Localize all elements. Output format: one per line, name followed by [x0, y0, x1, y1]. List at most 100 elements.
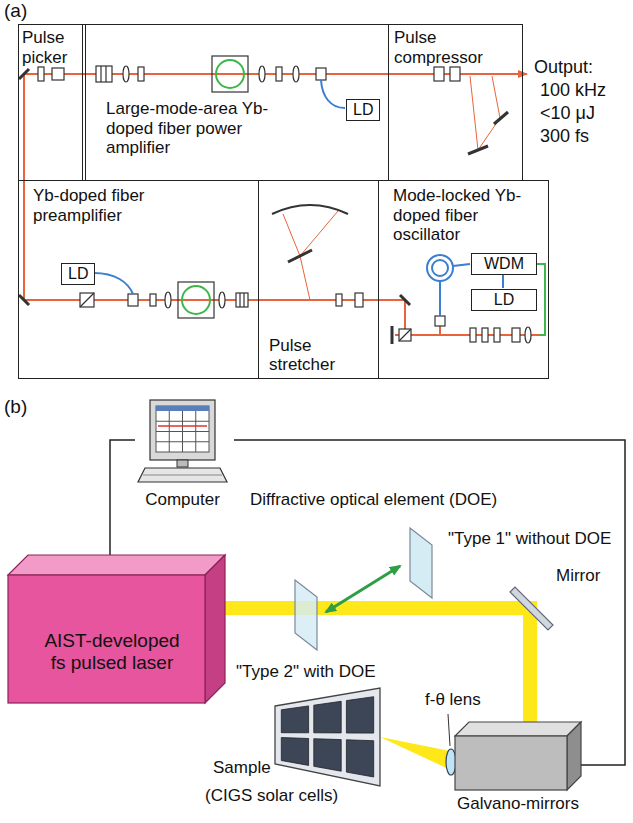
node-label-holder: Galvano-mirrors	[457, 794, 579, 814]
mirror-symbol	[272, 205, 348, 214]
diode-box: LD	[61, 263, 95, 285]
sample-node: Sample (CIGS solar cells)	[205, 686, 380, 810]
mirror-symbol	[19, 295, 29, 305]
fiber	[427, 255, 453, 281]
node-label-holder: (CIGS solar cells)	[205, 786, 338, 806]
optical-component	[470, 328, 476, 342]
doe-plate	[295, 528, 432, 650]
optical-component	[219, 292, 225, 308]
computer-node: Computer	[135, 398, 234, 516]
scan-line	[158, 425, 207, 427]
mirror-plate	[510, 587, 553, 630]
optical-component	[494, 328, 500, 342]
node-label: Computer	[135, 490, 230, 510]
fiber	[453, 264, 470, 266]
grid-line	[195, 411, 196, 452]
node-label: Pulse stretcher	[269, 336, 369, 375]
fiber	[432, 260, 448, 276]
part-label-holder: Diffractive optical element (DOE)	[250, 490, 497, 510]
box-label: LD	[353, 101, 373, 119]
solar-cell	[346, 740, 373, 777]
grid-line	[156, 431, 209, 432]
optical-component	[434, 67, 444, 81]
solar-cell	[314, 739, 341, 772]
mirror-symbol	[391, 326, 394, 344]
monitor	[150, 400, 215, 460]
panel-letter-holder: (a)	[4, 0, 27, 22]
part-label: f-θ lens	[425, 690, 481, 710]
fiber	[321, 80, 345, 108]
solar-cell	[281, 738, 308, 766]
swap-arrow	[326, 566, 400, 612]
optical-component	[336, 294, 342, 306]
doe-plate	[295, 580, 317, 650]
optical-component	[105, 66, 106, 82]
diode-box: LD	[346, 99, 380, 121]
f-theta-lens	[448, 714, 450, 746]
optical-component	[399, 329, 411, 341]
node-label: Pulse compressor	[394, 28, 504, 67]
node-label-holder: Pulse stretcher	[269, 336, 369, 375]
node-label-holder: Pulse compressor	[394, 28, 504, 67]
optical-component	[316, 68, 326, 80]
node-label-holder: Yb-doped fiber preamplifier	[33, 186, 168, 225]
output-spec: Output:	[534, 57, 593, 78]
signal-wire	[110, 440, 135, 555]
key-row	[143, 475, 222, 476]
box-top	[8, 555, 225, 575]
mirror-symbol	[400, 295, 410, 305]
part-label: Mirror	[556, 566, 600, 586]
optical-component	[243, 293, 244, 307]
galvano-housing	[455, 722, 581, 790]
node-label: Sample	[213, 758, 271, 778]
stage-section: Mode-locked Yb-doped fiber oscillatorWDM…	[378, 180, 549, 379]
node-label-holder: Computer	[135, 490, 230, 510]
part-label-holder: "Type 1" without DOE	[448, 529, 611, 549]
box-top	[455, 722, 581, 736]
optical-component	[239, 293, 240, 307]
fiber	[502, 275, 504, 288]
box-side	[567, 722, 581, 790]
fiber	[216, 60, 244, 88]
laser-body	[8, 555, 225, 703]
box-side	[205, 555, 225, 703]
optical-component	[38, 67, 44, 81]
fiber	[94, 60, 545, 335]
part-label: Diffractive optical element (DOE)	[250, 490, 497, 510]
fiber	[439, 281, 441, 316]
node-label: Pulse picker	[22, 28, 82, 67]
optical-component	[123, 66, 129, 82]
output-spec: 300 fs	[540, 126, 589, 147]
laser-box: AIST-developed fs pulsed laser	[8, 555, 225, 703]
stand	[177, 460, 188, 467]
laser-beam	[300, 211, 338, 256]
mirror-symbol	[288, 250, 312, 262]
grid-line	[156, 441, 209, 442]
laser-beam	[24, 74, 540, 335]
optical-component	[165, 292, 171, 308]
optical-component	[450, 67, 460, 81]
optical-component	[399, 329, 411, 341]
keyboard	[138, 468, 227, 482]
optical-component	[435, 316, 445, 326]
fiber	[536, 264, 545, 335]
optical-component	[80, 293, 94, 307]
optical-component	[80, 293, 94, 307]
laser-beam	[24, 74, 527, 335]
part-label: "Type 1" without DOE	[448, 529, 611, 549]
optical-component	[96, 66, 112, 82]
stage-section: Pulse picker	[18, 24, 86, 181]
output-spec: 100 kHz	[540, 80, 606, 101]
panel-letter: (a)	[4, 0, 27, 22]
box-front	[455, 736, 567, 790]
mirror-symbol	[19, 69, 29, 79]
output-spec: <10 μJ	[540, 103, 595, 124]
optical-component	[259, 66, 265, 82]
part-label-holder: "Type 2" with DOE	[236, 662, 376, 682]
optical-component	[100, 66, 101, 82]
optical-component	[212, 56, 248, 92]
optical-component	[512, 328, 520, 342]
node-label: Yb-doped fiber preamplifier	[33, 186, 168, 225]
part-label: "Type 2" with DOE	[236, 662, 376, 682]
